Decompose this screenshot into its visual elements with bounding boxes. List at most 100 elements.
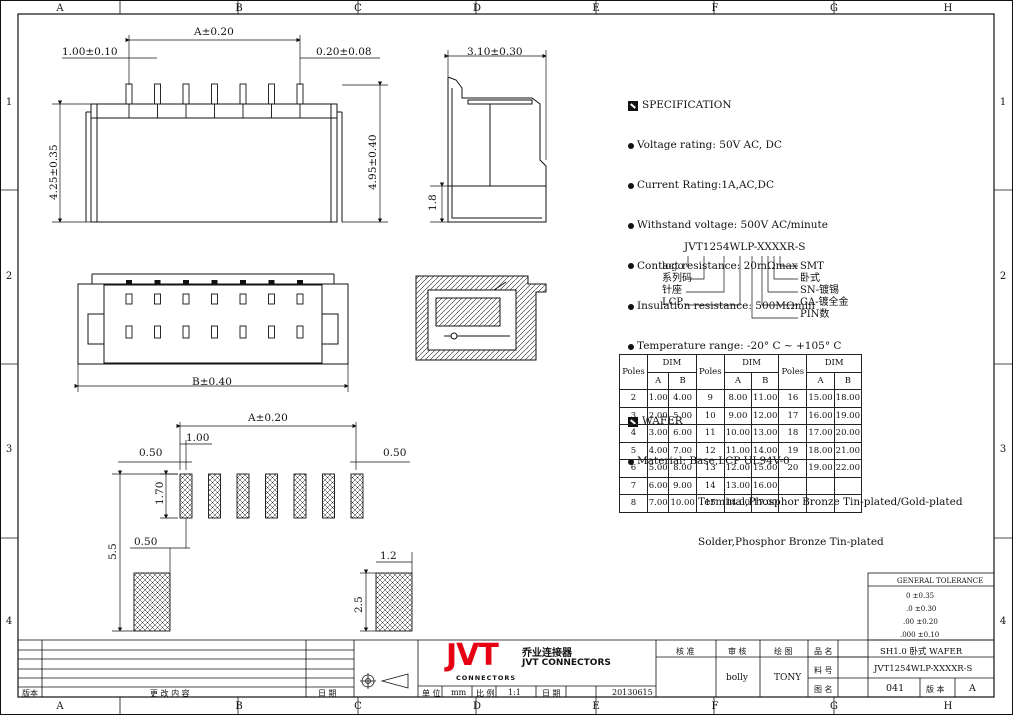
svg-text:G: G [830,701,838,712]
table-cell [806,476,835,495]
table-cell [806,494,835,513]
pin-top-tab [240,280,246,284]
drawing-label: 图 名 [814,685,833,694]
pin-top-contact [239,325,247,339]
brand-en: JVT CONNECTORS [522,658,611,668]
table-cell: 15.00 [751,459,780,478]
dim-depth: 3.10±0.30 [467,46,523,58]
table-cell [778,476,808,495]
date2-label: 日 期 [542,689,561,698]
bullet-icon [628,303,634,310]
part-leaders [686,256,798,319]
label-logo: logo [662,261,684,272]
table-cell: 16 [778,389,808,408]
dim-pad-w-left: 0.50 [139,447,162,459]
solder-pad [208,473,221,519]
title-block [17,572,995,698]
table-cell: 9 [695,389,725,408]
pin-front [239,83,247,105]
label-horizontal: 卧式 [800,273,820,284]
projection-symbol [360,673,409,689]
table-cell: 13.00 [723,476,753,495]
table-cell: 4 [619,424,648,443]
pin-front [125,83,133,105]
table-cell: 11.00 [751,389,780,408]
scale-value: 1:1 [508,688,521,697]
svg-text:2: 2 [6,271,12,282]
table-cell [833,494,863,513]
table-cell: 17.00 [806,424,835,443]
version-value: A [969,683,976,694]
rev-label: 版本 [22,689,38,698]
front-view [85,83,343,223]
table-header-dim: DIM [723,354,780,373]
pin-top-contact [125,325,133,339]
table-cell: 19 [778,441,808,460]
table-cell: 16.00 [806,406,835,425]
svg-text:4: 4 [1000,616,1006,627]
dim-pad-len: 1.70 [154,482,166,505]
dim-a-top: A±0.20 [193,26,234,38]
solder-pad [236,473,250,519]
table-cell: 17 [778,406,808,425]
label-series: 系列码 [662,273,692,284]
svg-text:E: E [592,701,599,712]
svg-text:3: 3 [1000,444,1006,455]
dim-mount-w: 1.2 [380,550,397,562]
dim-pad-w-right: 0.50 [383,447,406,459]
svg-text:F: F [712,3,719,14]
solder-pad [293,473,307,519]
table-cell: 18 [778,424,808,443]
spec-item: Current Rating:1A,AC,DC [637,179,775,192]
label-ga: GA-镀全金 [800,297,849,308]
table-cell: 15.00 [806,389,835,408]
spec-item: Contact resistance: 20mΩmax [637,259,798,272]
table-cell: 14.00 [723,494,753,513]
table-header-a: A [723,371,753,390]
label-pin-count: PIN数 [800,309,830,320]
table-cell: 10.00 [668,494,697,513]
pin-front [268,83,275,105]
side-view [447,76,547,223]
table-cell: 11.00 [723,441,753,460]
dimension-table: Poles DIM Poles DIM Poles DIM A B A B A … [619,354,863,513]
part-right-labels: SMT 卧式 SN-镀锡 GA-镀全金 PIN数 [800,261,849,321]
table-cell [778,494,808,513]
svg-text:D: D [473,701,481,712]
table-cell: 4.00 [646,441,670,460]
solder-pad [350,473,364,519]
date-value: 20130615 [612,688,653,697]
table-header-a: A [806,371,835,390]
spec-item: Withstand voltage: 500V AC/minute [637,219,828,232]
change-label: 更 改 内 容 [150,689,190,698]
table-cell: 12 [695,441,725,460]
material-line: Solder,Phosphor Bronze Tin-plated [698,535,884,548]
table-cell: 19.00 [833,406,863,425]
svg-text:G: G [830,3,838,14]
section-view [415,275,547,361]
table-cell: 11 [695,424,725,443]
spec-item: Insulation resistance: 500MΩmin [637,299,815,312]
svg-text:D: D [473,3,481,14]
table-cell: 21.00 [833,441,863,460]
tolerance-title: GENERAL TOLERANCE [897,577,984,585]
table-cell: 22.00 [833,459,863,478]
review-label: 审 核 [728,647,747,656]
svg-text:C: C [354,3,362,14]
table-cell: 13.00 [751,424,780,443]
table-cell: 12.00 [751,406,780,425]
approve-label: 核 准 [676,647,695,656]
draw-label: 绘 图 [774,647,793,656]
tolerance-row: .0 ±0.30 [906,605,937,613]
pin-top-contact [211,325,218,339]
table-cell: 10.00 [723,424,753,443]
drafter-name: TONY [774,673,802,683]
top-view [77,273,349,365]
table-cell: 17.00 [751,494,780,513]
brand-sub: CONNECTORS [456,674,517,682]
